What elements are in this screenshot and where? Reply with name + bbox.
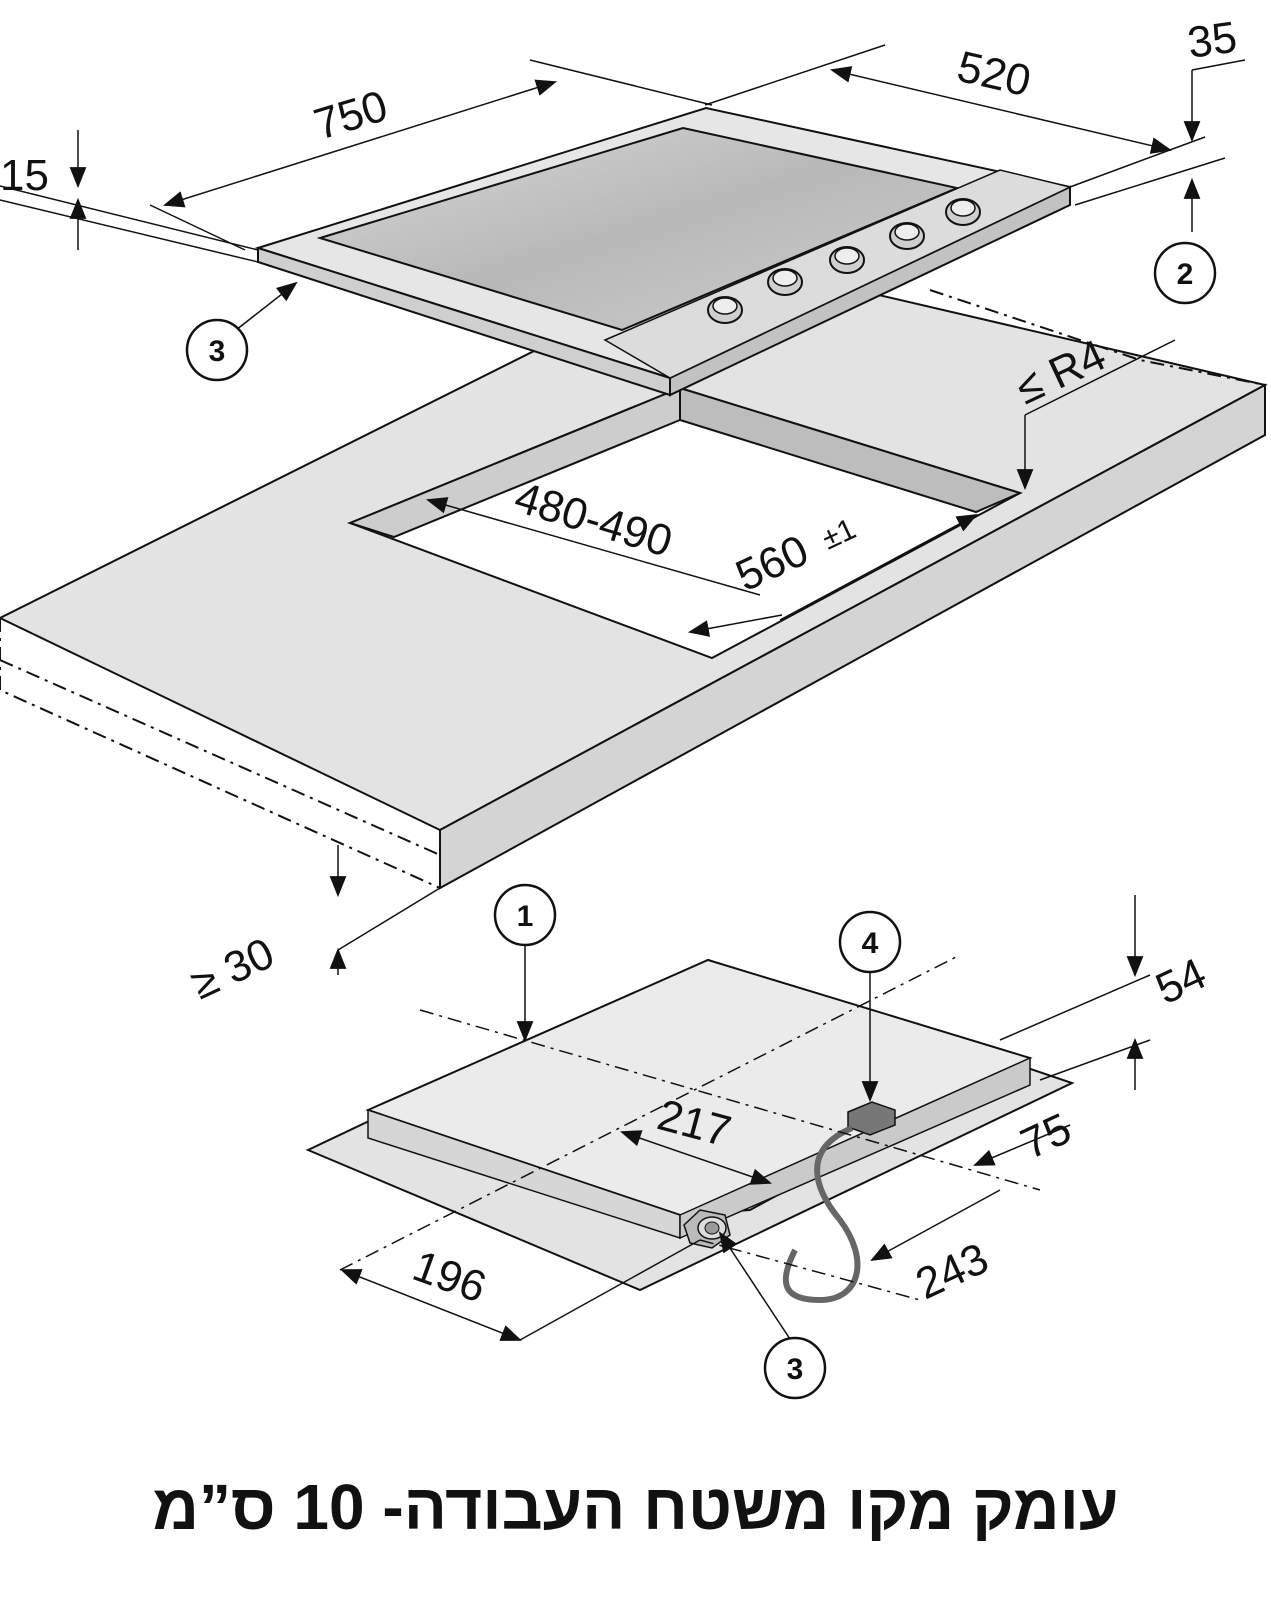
callout-1: 1	[493, 883, 557, 947]
dim-243: 243	[909, 1234, 996, 1309]
knob-icon	[945, 198, 981, 226]
callout-3-top: 3	[185, 318, 249, 382]
caption-text: עומק מקו משטח העבודה- 10 ס”מ	[152, 1471, 1119, 1543]
dim-54: 54	[1149, 949, 1214, 1014]
hob-top-view	[254, 106, 1074, 397]
knob-icon	[767, 268, 803, 296]
knob-icon	[707, 296, 743, 324]
svg-text:3: 3	[787, 1353, 804, 1386]
knob-icon	[829, 246, 865, 274]
dim-15: 15	[0, 151, 49, 200]
svg-text:2: 2	[1177, 258, 1194, 291]
power-cable	[782, 1125, 861, 1304]
dim-196: 196	[407, 1241, 493, 1312]
svg-text:1: 1	[517, 900, 534, 933]
callout-2: 2	[1153, 241, 1217, 305]
dim-30: ≥ 30	[184, 929, 282, 1009]
worktop-front-edge	[439, 383, 1266, 890]
dim-520: 520	[953, 42, 1036, 106]
callout-3-bottom: 3	[763, 1336, 827, 1400]
svg-text:3: 3	[209, 335, 226, 368]
dim-75: 75	[1014, 1104, 1079, 1169]
dimension-lines	[0, 44, 1246, 1343]
worktop-cutout	[347, 386, 1023, 660]
dim-750: 750	[309, 81, 394, 149]
svg-text:4: 4	[862, 927, 879, 960]
callout-4: 4	[838, 910, 902, 974]
knob-icon	[889, 222, 925, 250]
dim-35: 35	[1185, 13, 1240, 68]
hob-underside-view	[305, 954, 1075, 1304]
callouts: 2 3 1 4 3	[185, 241, 1217, 1400]
